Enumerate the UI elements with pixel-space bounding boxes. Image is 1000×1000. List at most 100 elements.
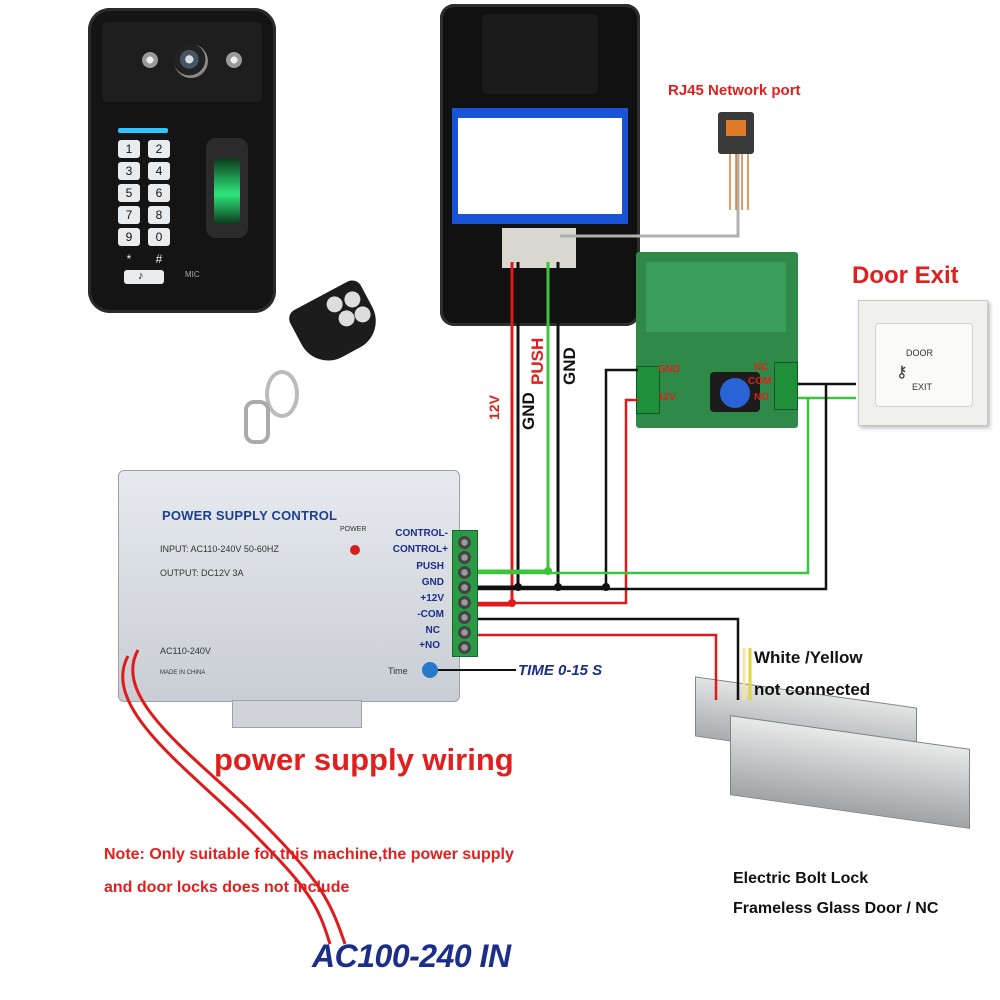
terminal-screw — [458, 581, 471, 594]
ir-led-icon — [142, 52, 158, 68]
wire-12v — [478, 262, 514, 607]
junction-dot — [544, 567, 552, 575]
terminal-label-push: PUSH — [416, 561, 444, 572]
ps-mount-tab — [232, 700, 362, 728]
terminal-label-no: +NO — [419, 640, 440, 651]
keypad-grid: 1 2 3 4 5 6 7 8 9 0 * # — [118, 140, 172, 268]
network-cable — [560, 154, 740, 238]
monitor-screen — [452, 108, 628, 224]
fingerprint-sensor — [206, 138, 248, 238]
junction-dot — [514, 583, 522, 591]
key-6[interactable]: 6 — [148, 184, 170, 202]
outdoor-keypad-unit: 1 2 3 4 5 6 7 8 9 0 * # ♪ MIC — [88, 8, 276, 313]
camera-lens-icon — [174, 44, 208, 78]
key-4[interactable]: 4 — [148, 162, 170, 180]
key-0[interactable]: 0 — [148, 228, 170, 246]
relay-capacitor — [720, 378, 750, 408]
junction-dot — [602, 583, 610, 591]
relay-output-terminal — [774, 362, 798, 410]
junction-dot — [554, 583, 562, 591]
network-cable-strands — [729, 154, 749, 210]
relay-board: GND 12V NC COM NO — [636, 252, 798, 428]
door-exit-label: Door Exit — [852, 262, 959, 289]
bolt-lock-label-2: Frameless Glass Door / NC — [733, 900, 939, 917]
terminal-label-gnd: GND — [421, 577, 444, 588]
ac-wire — [131, 649, 347, 945]
wire-relay-gnd — [604, 368, 638, 587]
terminal-screw — [458, 566, 471, 579]
ac-input-label: AC100-240 IN — [312, 938, 511, 974]
wire-label-gnd-1: GND — [519, 392, 538, 430]
relay-nc-label: NC — [754, 362, 769, 373]
not-connected-label: not connected — [754, 680, 871, 699]
key-7[interactable]: 7 — [118, 206, 140, 224]
terminal-label-com: -COM — [417, 609, 444, 620]
ps-title: POWER SUPPLY CONTROL — [162, 508, 338, 523]
terminal-screw — [458, 551, 471, 564]
ac-wire — [121, 655, 332, 945]
terminal-screw — [458, 536, 471, 549]
bell-key[interactable]: ♪ — [124, 270, 164, 284]
wire-label-push: PUSH — [528, 337, 547, 385]
key-5[interactable]: 5 — [118, 184, 140, 202]
exit-button[interactable]: DOOR ⚷ EXIT — [875, 323, 973, 407]
status-led-bar — [118, 128, 168, 133]
key-3[interactable]: 3 — [118, 162, 140, 180]
key-1[interactable]: 1 — [118, 140, 140, 158]
indoor-monitor — [440, 4, 640, 326]
key-9[interactable]: 9 — [118, 228, 140, 246]
monitor-display — [458, 118, 622, 214]
terminal-label-12v: +12V — [420, 593, 444, 604]
terminal-screw — [458, 596, 471, 609]
camera-panel — [102, 22, 262, 102]
note-line-2: and door locks does not include — [104, 879, 350, 896]
exit-door-text: DOOR — [906, 348, 933, 358]
bell-icon: ♪ — [138, 270, 144, 282]
rj45-connector-icon — [718, 112, 754, 154]
terminal-screw — [458, 641, 471, 654]
relay-circuit — [646, 262, 786, 332]
wire-label-gnd-2: GND — [560, 347, 579, 385]
exit-exit-text: EXIT — [912, 382, 933, 392]
terminal-label-control-minus: CONTROL- — [395, 528, 448, 539]
power-supply-wiring-heading: power supply wiring — [214, 742, 514, 777]
timer-knob[interactable] — [422, 662, 438, 678]
monitor-speaker-panel — [482, 14, 598, 94]
ir-led-icon — [226, 52, 242, 68]
exit-button-plate: DOOR ⚷ EXIT — [858, 300, 988, 426]
wire-lock-nc — [478, 633, 718, 700]
relay-12v-label: 12V — [658, 392, 676, 403]
wire-exit-gnd — [478, 384, 828, 591]
key-hash[interactable]: # — [155, 252, 163, 266]
mic-label: MIC — [185, 270, 200, 279]
terminal-label-nc: NC — [425, 625, 440, 636]
fingerprint-icon — [214, 158, 240, 224]
time-range-label: TIME 0-15 S — [518, 662, 603, 679]
key-icon: ⚷ — [896, 364, 908, 381]
wire-exit-push — [478, 398, 810, 575]
ps-terminal-block — [452, 530, 478, 657]
ps-ac-rating: AC110-240V — [160, 646, 211, 656]
wire-lock-com — [478, 617, 740, 700]
key-star[interactable]: * — [126, 252, 132, 266]
junction-dot — [508, 599, 516, 607]
ps-input-spec: INPUT: AC110-240V 50-60HZ — [160, 544, 279, 554]
relay-input-terminal — [636, 366, 660, 414]
key-clip-icon — [244, 400, 270, 444]
ps-time-label: Time — [388, 666, 408, 676]
ps-output-spec: OUTPUT: DC12V 3A — [160, 568, 244, 578]
relay-gnd-label: GND — [658, 364, 681, 375]
terminal-label-control-plus: CONTROL+ — [392, 544, 448, 555]
bolt-lock-label-1: Electric Bolt Lock — [733, 870, 869, 887]
rj45-label: RJ45 Network port — [668, 82, 801, 99]
note-line-1: Note: Only suitable for this machine,the… — [104, 846, 514, 863]
key-8[interactable]: 8 — [148, 206, 170, 224]
keyring-icon — [265, 370, 299, 418]
key-2[interactable]: 2 — [148, 140, 170, 158]
terminal-screw — [458, 611, 471, 624]
white-yellow-label: White /Yellow — [754, 648, 863, 667]
ps-made-in: MADE IN CHINA — [160, 670, 206, 676]
wire-relay-12v — [478, 398, 638, 605]
terminal-screw — [458, 626, 471, 639]
